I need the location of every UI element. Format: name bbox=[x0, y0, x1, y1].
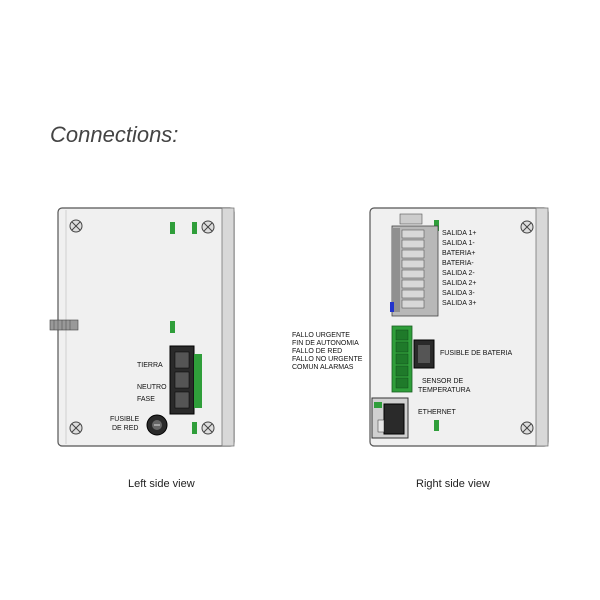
label-sensor-line2: TEMPERATURA bbox=[418, 387, 471, 394]
label-fase: FASE bbox=[137, 396, 155, 403]
green-indicator bbox=[170, 222, 175, 234]
label-output: SALIDA 2- bbox=[442, 270, 475, 277]
label-fusible-red-line1: FUSIBLE bbox=[110, 416, 140, 423]
label-alarm: FALLO DE RED bbox=[292, 348, 343, 355]
label-alarm: FALLO URGENTE bbox=[292, 332, 350, 339]
label-output: SALIDA 1+ bbox=[442, 230, 477, 237]
screw-icon bbox=[520, 421, 534, 435]
label-fusible-bateria: FUSIBLE DE BATERIA bbox=[440, 350, 513, 357]
label-ethernet: ETHERNET bbox=[418, 409, 456, 416]
green-indicator bbox=[192, 422, 197, 434]
label-output: SALIDA 3+ bbox=[442, 300, 477, 307]
green-indicator bbox=[192, 222, 197, 234]
label-alarm: FIN DE AUTONOMIA bbox=[292, 340, 359, 347]
screw-icon bbox=[201, 220, 215, 234]
alarm-terminal-block bbox=[391, 325, 413, 393]
output-terminal-block bbox=[390, 225, 439, 317]
battery-fuse-icon bbox=[413, 339, 435, 369]
side-connector bbox=[49, 319, 79, 331]
green-indicator bbox=[170, 321, 175, 333]
green-indicator bbox=[434, 220, 439, 231]
label-output: SALIDA 3- bbox=[442, 290, 475, 297]
label-alarm: FALLO NO URGENTE bbox=[292, 356, 363, 363]
left-panel bbox=[49, 207, 235, 447]
green-indicator bbox=[434, 420, 439, 431]
screw-icon bbox=[201, 421, 215, 435]
screw-icon bbox=[520, 220, 534, 234]
label-fusible-red-line2: DE RED bbox=[112, 425, 139, 432]
mains-terminal-block bbox=[169, 345, 202, 415]
label-output: SALIDA 2+ bbox=[442, 280, 477, 287]
label-alarm: COMUN ALARMAS bbox=[292, 364, 354, 371]
label-output: BATERIA+ bbox=[442, 250, 476, 257]
screw-icon bbox=[69, 219, 83, 233]
label-tierra: TIERRA bbox=[137, 362, 163, 369]
label-output: SALIDA 1- bbox=[442, 240, 475, 247]
label-sensor-line1: SENSOR DE bbox=[422, 378, 464, 385]
right-view-caption: Right side view bbox=[416, 478, 490, 490]
ethernet-port-icon bbox=[371, 397, 409, 439]
label-neutro: NEUTRO bbox=[137, 384, 167, 391]
left-view-caption: Left side view bbox=[128, 478, 195, 490]
fuse-holder-icon bbox=[146, 414, 168, 436]
label-output: BATERIA- bbox=[442, 260, 474, 267]
screw-icon bbox=[69, 421, 83, 435]
right-panel bbox=[369, 207, 549, 447]
page-title: Connections: bbox=[50, 122, 179, 147]
